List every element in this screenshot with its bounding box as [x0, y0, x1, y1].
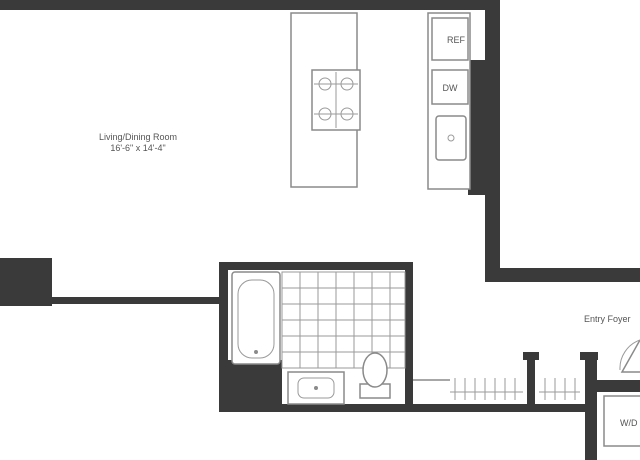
wall-wd-top: [585, 380, 640, 392]
dishwasher-label: DW: [443, 83, 458, 93]
kitchen-sink: [435, 115, 467, 161]
bathtub-drain: [254, 350, 258, 354]
cooktop-burners: [314, 72, 358, 128]
toilet-bowl: [362, 352, 388, 388]
closet-hangers-2: [544, 378, 576, 400]
wall-right-upper: [485, 0, 500, 280]
washer-dryer-label: W/D: [620, 418, 638, 428]
bathroom: [231, 271, 406, 405]
wall-top: [0, 0, 500, 10]
wall-bath-right-lower: [405, 340, 413, 405]
bathtub: [231, 271, 281, 365]
wall-living-bottom: [50, 297, 222, 304]
entry-door[interactable]: [620, 339, 640, 373]
bathroom-sink-drain: [314, 386, 318, 390]
wall-closet-post: [527, 352, 535, 407]
wall-bath-right: [405, 262, 413, 340]
wall-right-lower: [485, 268, 640, 282]
wall-wd-left: [585, 352, 597, 460]
entry-foyer-label: Entry Foyer: [584, 314, 631, 324]
tile-grid: [282, 272, 405, 368]
dishwasher: [431, 69, 469, 105]
living-dining-room-name: Living/Dining Room: [99, 132, 177, 142]
entry-door-swing: [619, 339, 640, 371]
bathroom-sink: [297, 377, 335, 399]
bathtub-basin: [237, 279, 275, 359]
closet-hangers: [454, 378, 516, 400]
wall-left-stub: [0, 258, 52, 306]
refrigerator: [431, 17, 469, 61]
living-dining-room-dimensions: 16'-6" x 14'-4": [110, 143, 165, 153]
wall-bath-top: [219, 262, 413, 270]
sink-drain: [447, 134, 455, 142]
refrigerator-label: REF: [447, 35, 466, 45]
washer-dryer: [603, 395, 640, 447]
wall-bath-left: [219, 262, 228, 412]
wall-bottom: [219, 404, 589, 412]
kitchen: REF DW: [290, 12, 471, 190]
wall-bath-corner: [226, 360, 282, 412]
wall-column: [468, 60, 488, 195]
closets: [413, 378, 580, 400]
